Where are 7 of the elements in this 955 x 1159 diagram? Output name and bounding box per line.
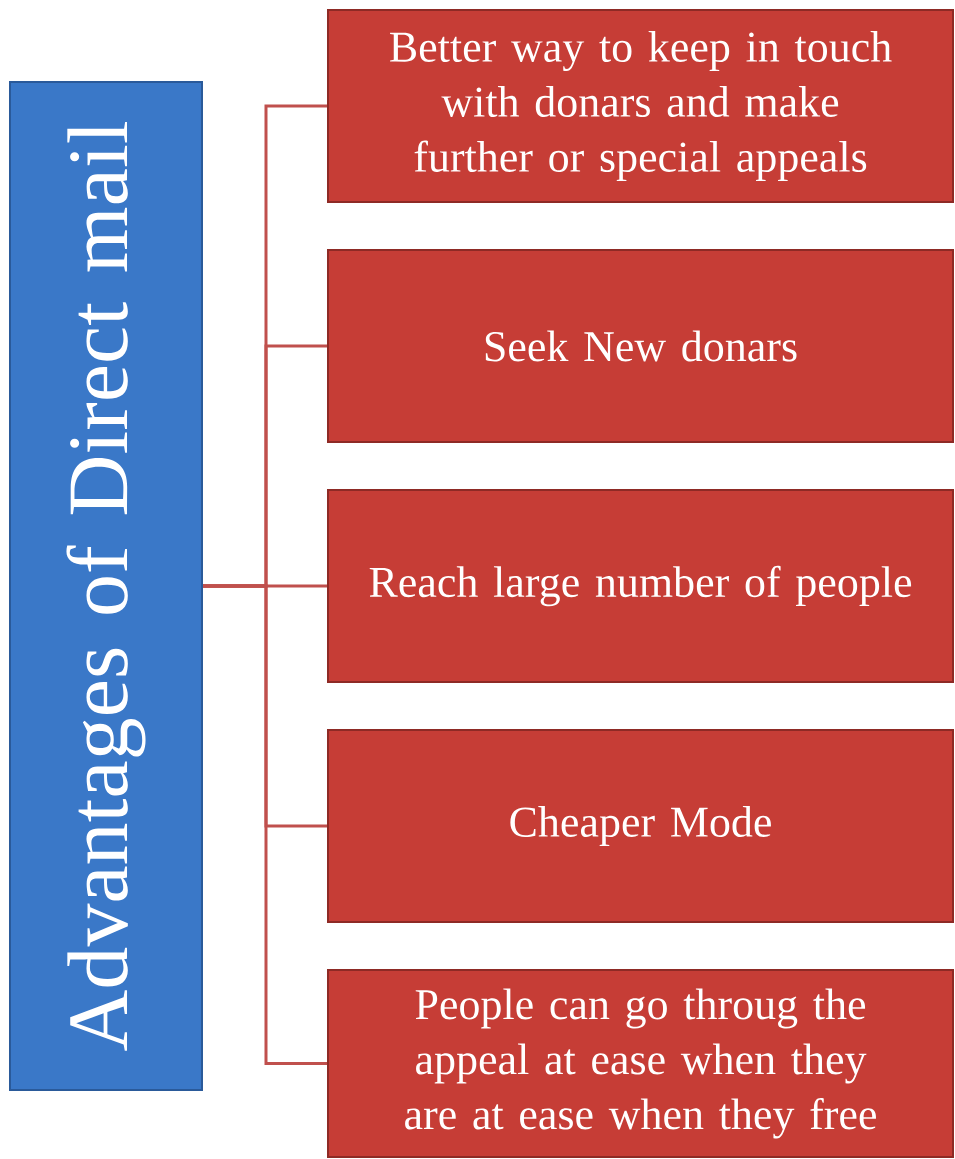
title-box: Advantages of Direct mail	[9, 81, 203, 1091]
item-box: Reach large number of people	[327, 489, 954, 683]
item-box: Seek New donars	[327, 249, 954, 443]
item-box: People can go throug the appeal at ease when they are at ease when they free	[327, 969, 954, 1158]
connector	[203, 584, 327, 1065]
item-box: Better way to keep in touch with donars and make further or special appeals	[327, 9, 954, 203]
item-box: Cheaper Mode	[327, 729, 954, 923]
